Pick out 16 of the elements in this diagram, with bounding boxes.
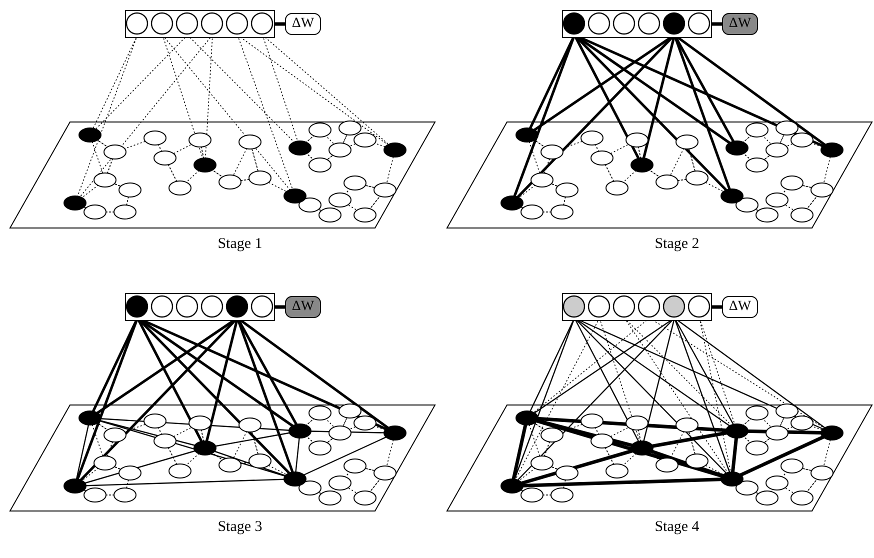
connector-line bbox=[275, 22, 285, 26]
stage-caption: Stage 2 bbox=[654, 236, 700, 253]
connector-line bbox=[712, 305, 722, 309]
neuron-layer-box bbox=[562, 293, 712, 321]
delta-w-box: ΔW bbox=[285, 13, 321, 35]
delta-w-box: ΔW bbox=[722, 13, 758, 35]
delta-w-box: ΔW bbox=[722, 296, 758, 318]
stage-caption: Stage 1 bbox=[216, 236, 264, 253]
neuron-layer-box bbox=[125, 293, 275, 321]
stage-caption: Stage 3 bbox=[216, 519, 264, 536]
neuron-layer-box bbox=[125, 10, 275, 38]
neuron-layer-box bbox=[562, 10, 712, 38]
delta-w-box: ΔW bbox=[285, 296, 321, 318]
connector-line bbox=[712, 22, 722, 26]
connector-line bbox=[275, 305, 285, 309]
stage-caption: Stage 4 bbox=[654, 519, 700, 536]
